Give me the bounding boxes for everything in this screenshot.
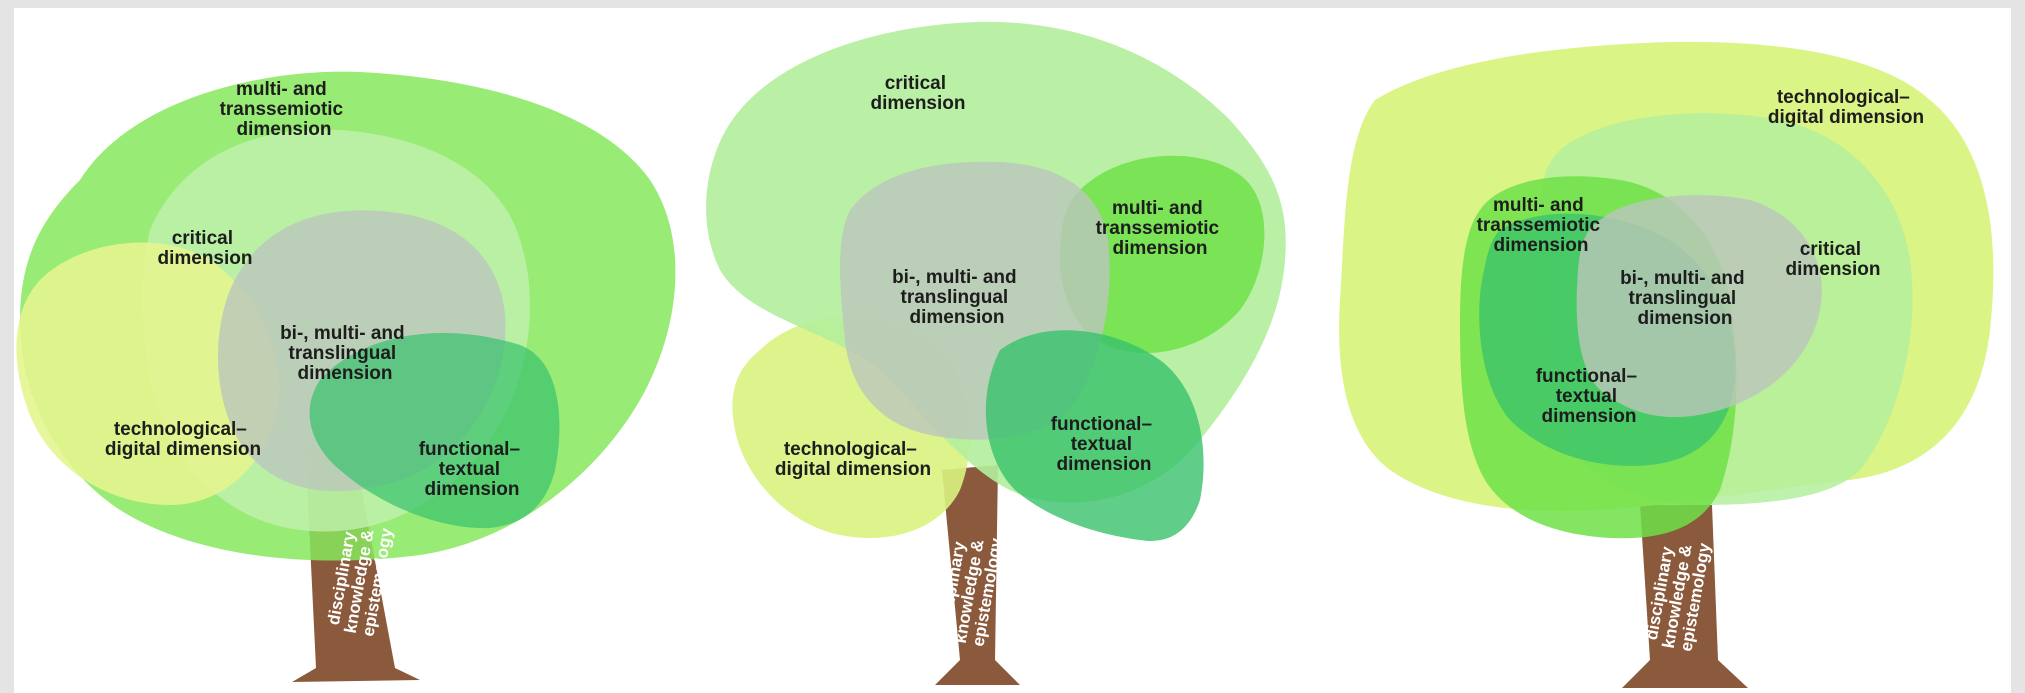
tree-2-labels: critical dimension multi- and transsemio… xyxy=(775,73,1225,480)
tree-1-label-multi: multi- and transsemiotic dimension xyxy=(220,79,349,140)
tree-2-label-tech: technological– digital dimension xyxy=(775,439,931,480)
tree-1-blob-functional xyxy=(309,332,560,529)
tree-3-label-bi: bi-, multi- and translingual dimension xyxy=(1620,268,1750,329)
tree-3-label-critical: critical dimension xyxy=(1785,239,1880,280)
tree-1-label-tech: technological– digital dimension xyxy=(105,419,261,460)
tree-2-label-functional: functional– textual dimension xyxy=(1051,414,1158,475)
tree-2-trunk xyxy=(935,465,1020,685)
tree-1-label-bi: bi-, multi- and translingual dimension xyxy=(280,323,410,384)
tree-2-blob-functional xyxy=(985,330,1204,541)
tree-3-blob-bi xyxy=(1576,195,1822,418)
tree-1-labels: multi- and transsemiotic dimension criti… xyxy=(105,79,526,500)
tree-2-label-critical: critical dimension xyxy=(870,73,965,114)
tree-3: technological– digital dimension multi- … xyxy=(1339,41,1994,688)
tree-1-trunk-label: disciplinary knowledge & epistemology xyxy=(323,520,396,638)
tree-1-label-critical: critical dimension xyxy=(157,228,252,269)
tree-3-label-tech: technological– digital dimension xyxy=(1768,87,1924,128)
tree-1: multi- and transsemiotic dimension criti… xyxy=(16,71,676,682)
tree-3-trunk xyxy=(1622,505,1748,688)
tree-3-label-functional: functional– textual dimension xyxy=(1536,366,1643,427)
tree-2: critical dimension multi- and transsemio… xyxy=(706,21,1286,685)
tree-2-blob-multi xyxy=(1060,155,1265,354)
tree-3-labels: technological– digital dimension multi- … xyxy=(1477,87,1925,427)
tree-3-label-multi: multi- and transsemiotic dimension xyxy=(1477,195,1606,256)
tree-2-label-bi: bi-, multi- and translingual dimension xyxy=(892,267,1022,328)
tree-2-label-multi: multi- and transsemiotic dimension xyxy=(1096,198,1225,259)
tree-1-blob-tech xyxy=(16,242,279,505)
tree-1-label-functional: functional– textual dimension xyxy=(419,439,526,500)
